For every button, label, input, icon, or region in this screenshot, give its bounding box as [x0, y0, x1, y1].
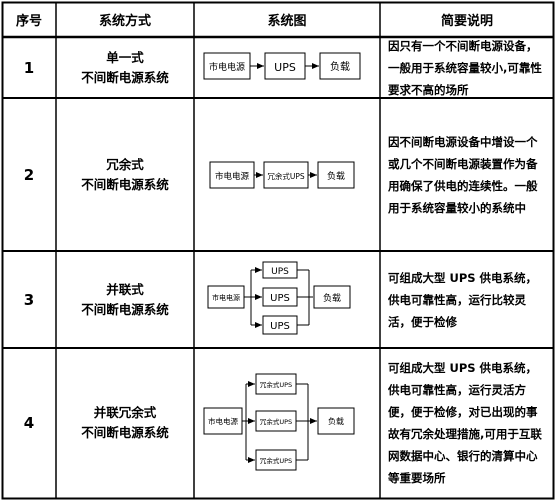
- mode-name: 并联式: [106, 281, 144, 297]
- mode-subtitle: 不间断电源系统: [81, 425, 169, 440]
- header-mode: 系统方式: [98, 14, 151, 29]
- diagram-ups-label: 冗余式UPS: [260, 417, 292, 426]
- diagram-ups-label: UPS: [270, 321, 290, 332]
- diagram-source-label: 市电电源: [209, 61, 245, 73]
- diagram-parallel: 市电电源 UPS UPS UPS 负载: [207, 261, 351, 335]
- diagram-source-label: 市电电源: [215, 171, 250, 182]
- row-number: 2: [23, 165, 35, 184]
- description: 可组成大型 UPS 供电系统，供电可靠性高，运行比较灵活，便于检修: [380, 251, 554, 348]
- diagram-ups-label: 冗余式UPS: [260, 456, 292, 465]
- diagram-load-label: 负载: [330, 60, 350, 73]
- diagram-load-label: 负载: [323, 292, 341, 304]
- diagram-load-label: 负载: [328, 416, 344, 426]
- diagram-ups-label: 冗余式UPS: [267, 171, 305, 181]
- description: 可组成大型 UPS 供电系统，供电可靠性高，运行灵活方便，便于检修，对已出现的事…: [380, 348, 554, 498]
- header-description: 简要说明: [440, 14, 493, 29]
- mode-name: 并联冗余式: [93, 405, 157, 420]
- row-number: 1: [23, 58, 35, 77]
- diagram-single: 市电电源 UPS 负载: [203, 52, 361, 80]
- mode-subtitle: 不间断电源系统: [81, 176, 169, 192]
- header-diagram: 系统图: [267, 14, 307, 29]
- mode-subtitle: 不间断电源系统: [81, 69, 169, 85]
- row-number: 4: [23, 414, 35, 432]
- description: 因不间断电源设备中增设一个或几个不间断电源装置作为备用确保了供电的连续性。一般用…: [380, 98, 554, 251]
- diagram-ups-label: 冗余式UPS: [260, 380, 292, 389]
- system-mode: 单一式 不间断电源系统: [56, 37, 194, 98]
- system-mode: 冗余式 不间断电源系统: [56, 98, 194, 251]
- diagram-source-label: 市电电源: [208, 416, 238, 426]
- description: 因只有一个不间断电源设备，一般用于系统容量较小,可靠性要求不高的场所: [380, 37, 554, 98]
- diagram-ups-label: UPS: [271, 267, 289, 277]
- diagram-load-label: 负载: [327, 170, 345, 182]
- description-text: 因只有一个不间断电源设备，一般用于系统容量较小,可靠性要求不高的场所: [388, 38, 542, 97]
- diagram-source-label: 市电电源: [212, 293, 240, 302]
- system-mode: 并联式 不间断电源系统: [56, 251, 194, 348]
- description-text: 因不间断电源设备中增设一个或几个不间断电源装置作为备用确保了供电的连续性。一般用…: [388, 134, 538, 215]
- diagram-ups-label: UPS: [274, 61, 296, 74]
- mode-subtitle: 不间断电源系统: [81, 301, 169, 317]
- description-text: 可组成大型 UPS 供电系统，供电可靠性高，运行比较灵活，便于检修: [388, 270, 538, 329]
- header-number: 序号: [15, 14, 42, 29]
- diagram-redundant: 市电电源 冗余式UPS 负载: [209, 161, 355, 189]
- diagram-parallel-redundant: 市电电源 冗余式UPS 冗余式UPS 冗余式UPS 负载: [203, 373, 355, 471]
- row-number: 3: [23, 290, 35, 309]
- mode-name: 冗余式: [106, 156, 144, 172]
- system-mode: 并联冗余式 不间断电源系统: [56, 348, 194, 498]
- description-text: 可组成大型 UPS 供电系统，供电可靠性高，运行灵活方便，便于检修，对已出现的事…: [388, 361, 542, 485]
- diagram-ups-label: UPS: [270, 293, 290, 304]
- mode-name: 单一式: [106, 49, 144, 65]
